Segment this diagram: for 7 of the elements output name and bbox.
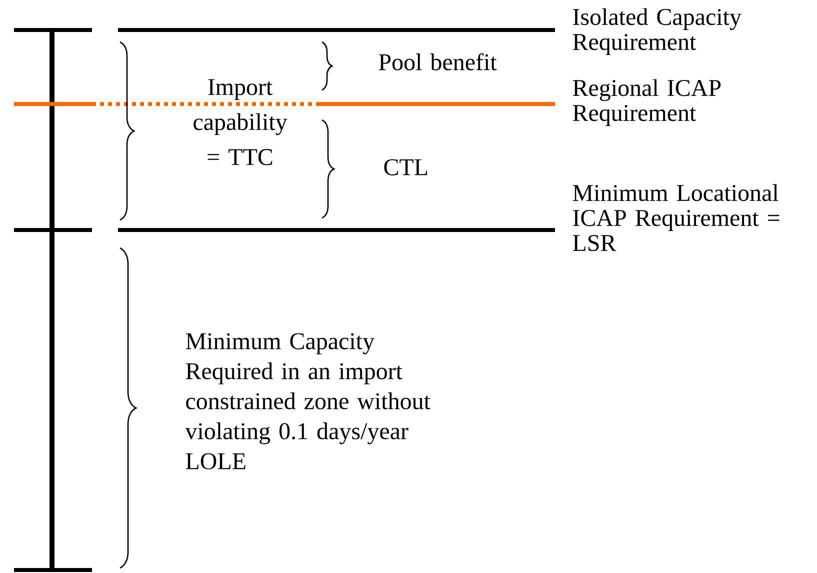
label: Minimum Capacity Required in an import constrained zone without violating 0.1 days/year LOLE	[185, 333, 430, 470]
label: Import capability = TTC	[194, 79, 288, 166]
label: Pool benefit	[378, 53, 497, 70]
label: Minimum Locational ICAP Requirement = LSR	[572, 184, 780, 252]
label: Isolated Capacity Requirement	[572, 8, 742, 55]
label: Regional ICAP Requirement	[572, 79, 721, 126]
label: CTL	[384, 159, 428, 176]
